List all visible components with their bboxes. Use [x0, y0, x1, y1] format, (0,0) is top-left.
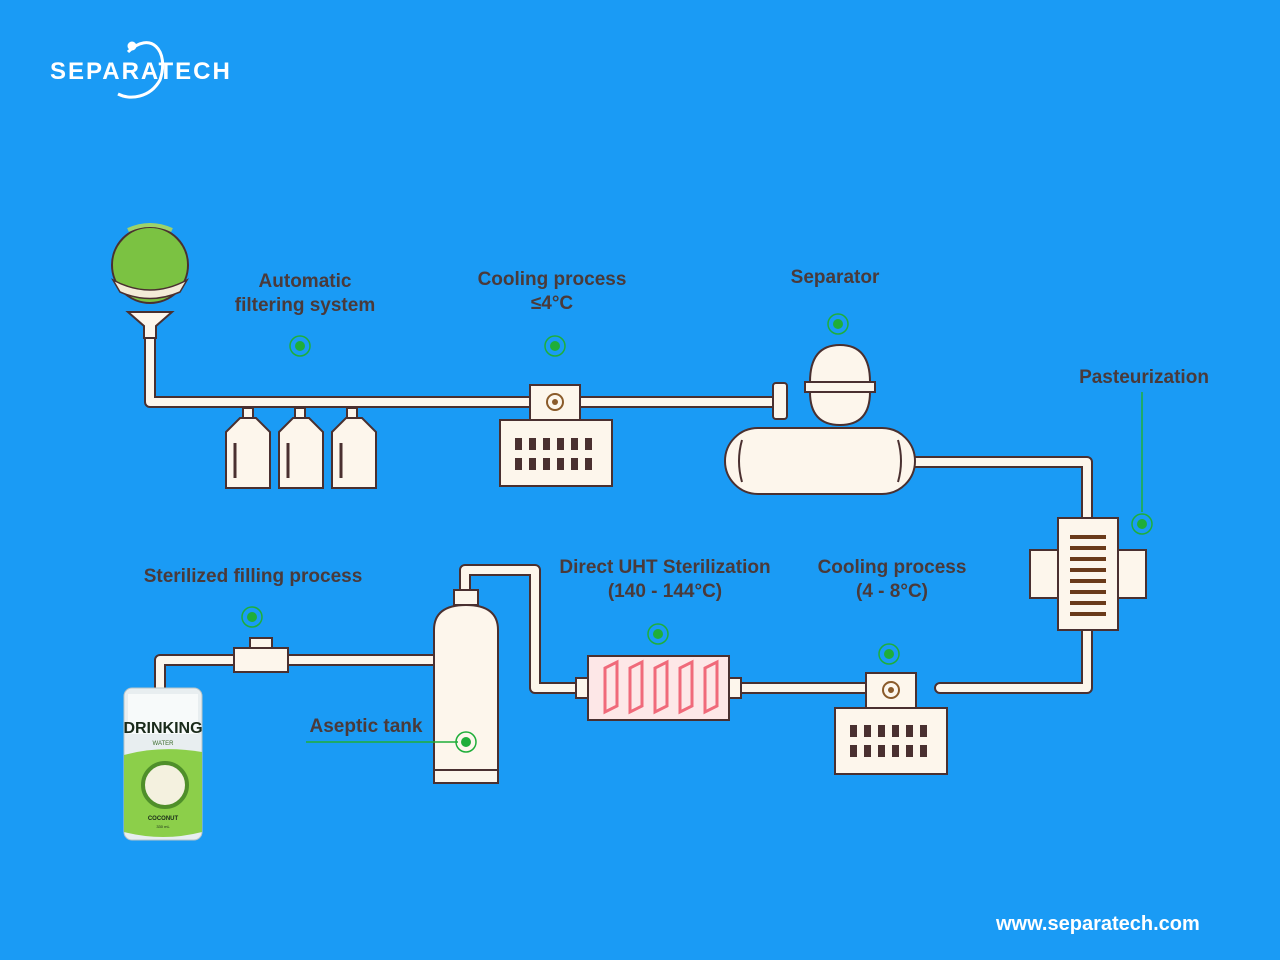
vent-slot: [571, 438, 578, 450]
vent-slot: [571, 458, 578, 470]
can-volume: 330 mL: [156, 824, 170, 829]
label-aseptic: Aseptic tank: [296, 715, 436, 739]
cooling-unit-1-icon: [499, 384, 613, 487]
vent-slot: [529, 458, 536, 470]
label-filtering: Automatic filtering system: [225, 270, 385, 318]
can-subtitle: WATER: [153, 741, 175, 747]
logo-swoosh-icon: [117, 41, 165, 99]
label-separator-line1: Separator: [790, 267, 880, 288]
heat-plate: [1070, 535, 1106, 539]
label-aseptic-line1: Aseptic tank: [309, 716, 423, 737]
label-cooling-1-line2: ≤4°C: [530, 293, 574, 314]
label-cooling-2-line2: (4 - 8°C): [856, 581, 928, 602]
label-pasteurization-line1: Pasteurization: [1079, 367, 1209, 388]
label-cooling-2: Cooling process (4 - 8°C): [802, 556, 982, 604]
vent-slot: [906, 725, 913, 737]
coconut-icon: [111, 223, 189, 304]
step-marker-icon: [827, 313, 849, 335]
vent-slot: [557, 458, 564, 470]
label-uht-line2: (140 - 144°C): [607, 581, 723, 602]
vent-slot: [878, 745, 885, 757]
vent-slot: [878, 725, 885, 737]
vent-slot: [850, 725, 857, 737]
vent-slot: [557, 438, 564, 450]
brand-logo: SEPARATECH: [50, 58, 232, 85]
heat-plate: [1070, 568, 1106, 572]
uht-fin: [703, 659, 719, 715]
vent-slot: [892, 745, 899, 757]
step-marker-icon: [455, 731, 477, 753]
vent-slot: [543, 458, 550, 470]
pipeline: [144, 324, 1093, 696]
vent-slot: [892, 725, 899, 737]
step-marker-icon: [878, 643, 900, 665]
label-separator: Separator: [770, 266, 900, 290]
vent-slot: [543, 438, 550, 450]
funnel-icon: [125, 311, 175, 339]
label-filtering-line2: filtering system: [234, 295, 376, 316]
step-marker-icon: [241, 606, 263, 628]
vent-slot: [585, 438, 592, 450]
cooling-unit-2-icon: [834, 672, 948, 775]
label-cooling-2-line1: Cooling process: [817, 557, 967, 578]
step-markers: [241, 313, 1153, 753]
aseptic-tank-icon: [433, 589, 499, 784]
vent-slot: [864, 725, 871, 737]
filter-tanks-icon: [225, 407, 377, 489]
coconut-water-can-icon: DRINKING WATER COCONUT 330 mL: [123, 687, 203, 841]
label-filling: Sterilized filling process: [130, 565, 376, 589]
leader-lines: [306, 392, 1143, 743]
filling-valve-icon: [233, 637, 289, 673]
vent-slot: [920, 745, 927, 757]
vent-slot: [515, 438, 522, 450]
pasteurizer-icon: [1029, 517, 1147, 631]
label-filling-line1: Sterilized filling process: [143, 566, 363, 587]
vent-slot: [529, 438, 536, 450]
vent-slot: [864, 745, 871, 757]
heat-plate: [1070, 579, 1106, 583]
step-marker-icon: [647, 623, 669, 645]
vent-slot: [515, 458, 522, 470]
uht-sterilizer-icon: [575, 655, 742, 721]
label-cooling-1: Cooling process ≤4°C: [462, 268, 642, 316]
heat-plate: [1070, 546, 1106, 550]
label-uht: Direct UHT Sterilization (140 - 144°C): [545, 556, 785, 604]
heat-plate: [1070, 590, 1106, 594]
uht-fin: [628, 659, 644, 715]
vent-slot: [920, 725, 927, 737]
uht-fin: [678, 659, 694, 715]
uht-fin: [603, 659, 619, 715]
can-title: DRINKING: [123, 720, 202, 737]
step-marker-icon: [289, 335, 311, 357]
heat-plate: [1070, 557, 1106, 561]
heat-plate: [1070, 601, 1106, 605]
step-marker-icon: [1131, 513, 1153, 535]
label-uht-line1: Direct UHT Sterilization: [559, 557, 771, 578]
label-filtering-line1: Automatic: [258, 271, 352, 292]
can-flavor: COCONUT: [148, 816, 179, 822]
vent-slot: [906, 745, 913, 757]
step-marker-icon: [544, 335, 566, 357]
vent-slot: [850, 745, 857, 757]
separator-icon: [724, 343, 916, 495]
heat-plate: [1070, 612, 1106, 616]
website-link[interactable]: www.separatech.com: [996, 913, 1200, 935]
label-pasteurization: Pasteurization: [1066, 366, 1222, 390]
label-cooling-1-line1: Cooling process: [477, 269, 627, 290]
vent-slot: [585, 458, 592, 470]
uht-fin: [653, 659, 669, 715]
